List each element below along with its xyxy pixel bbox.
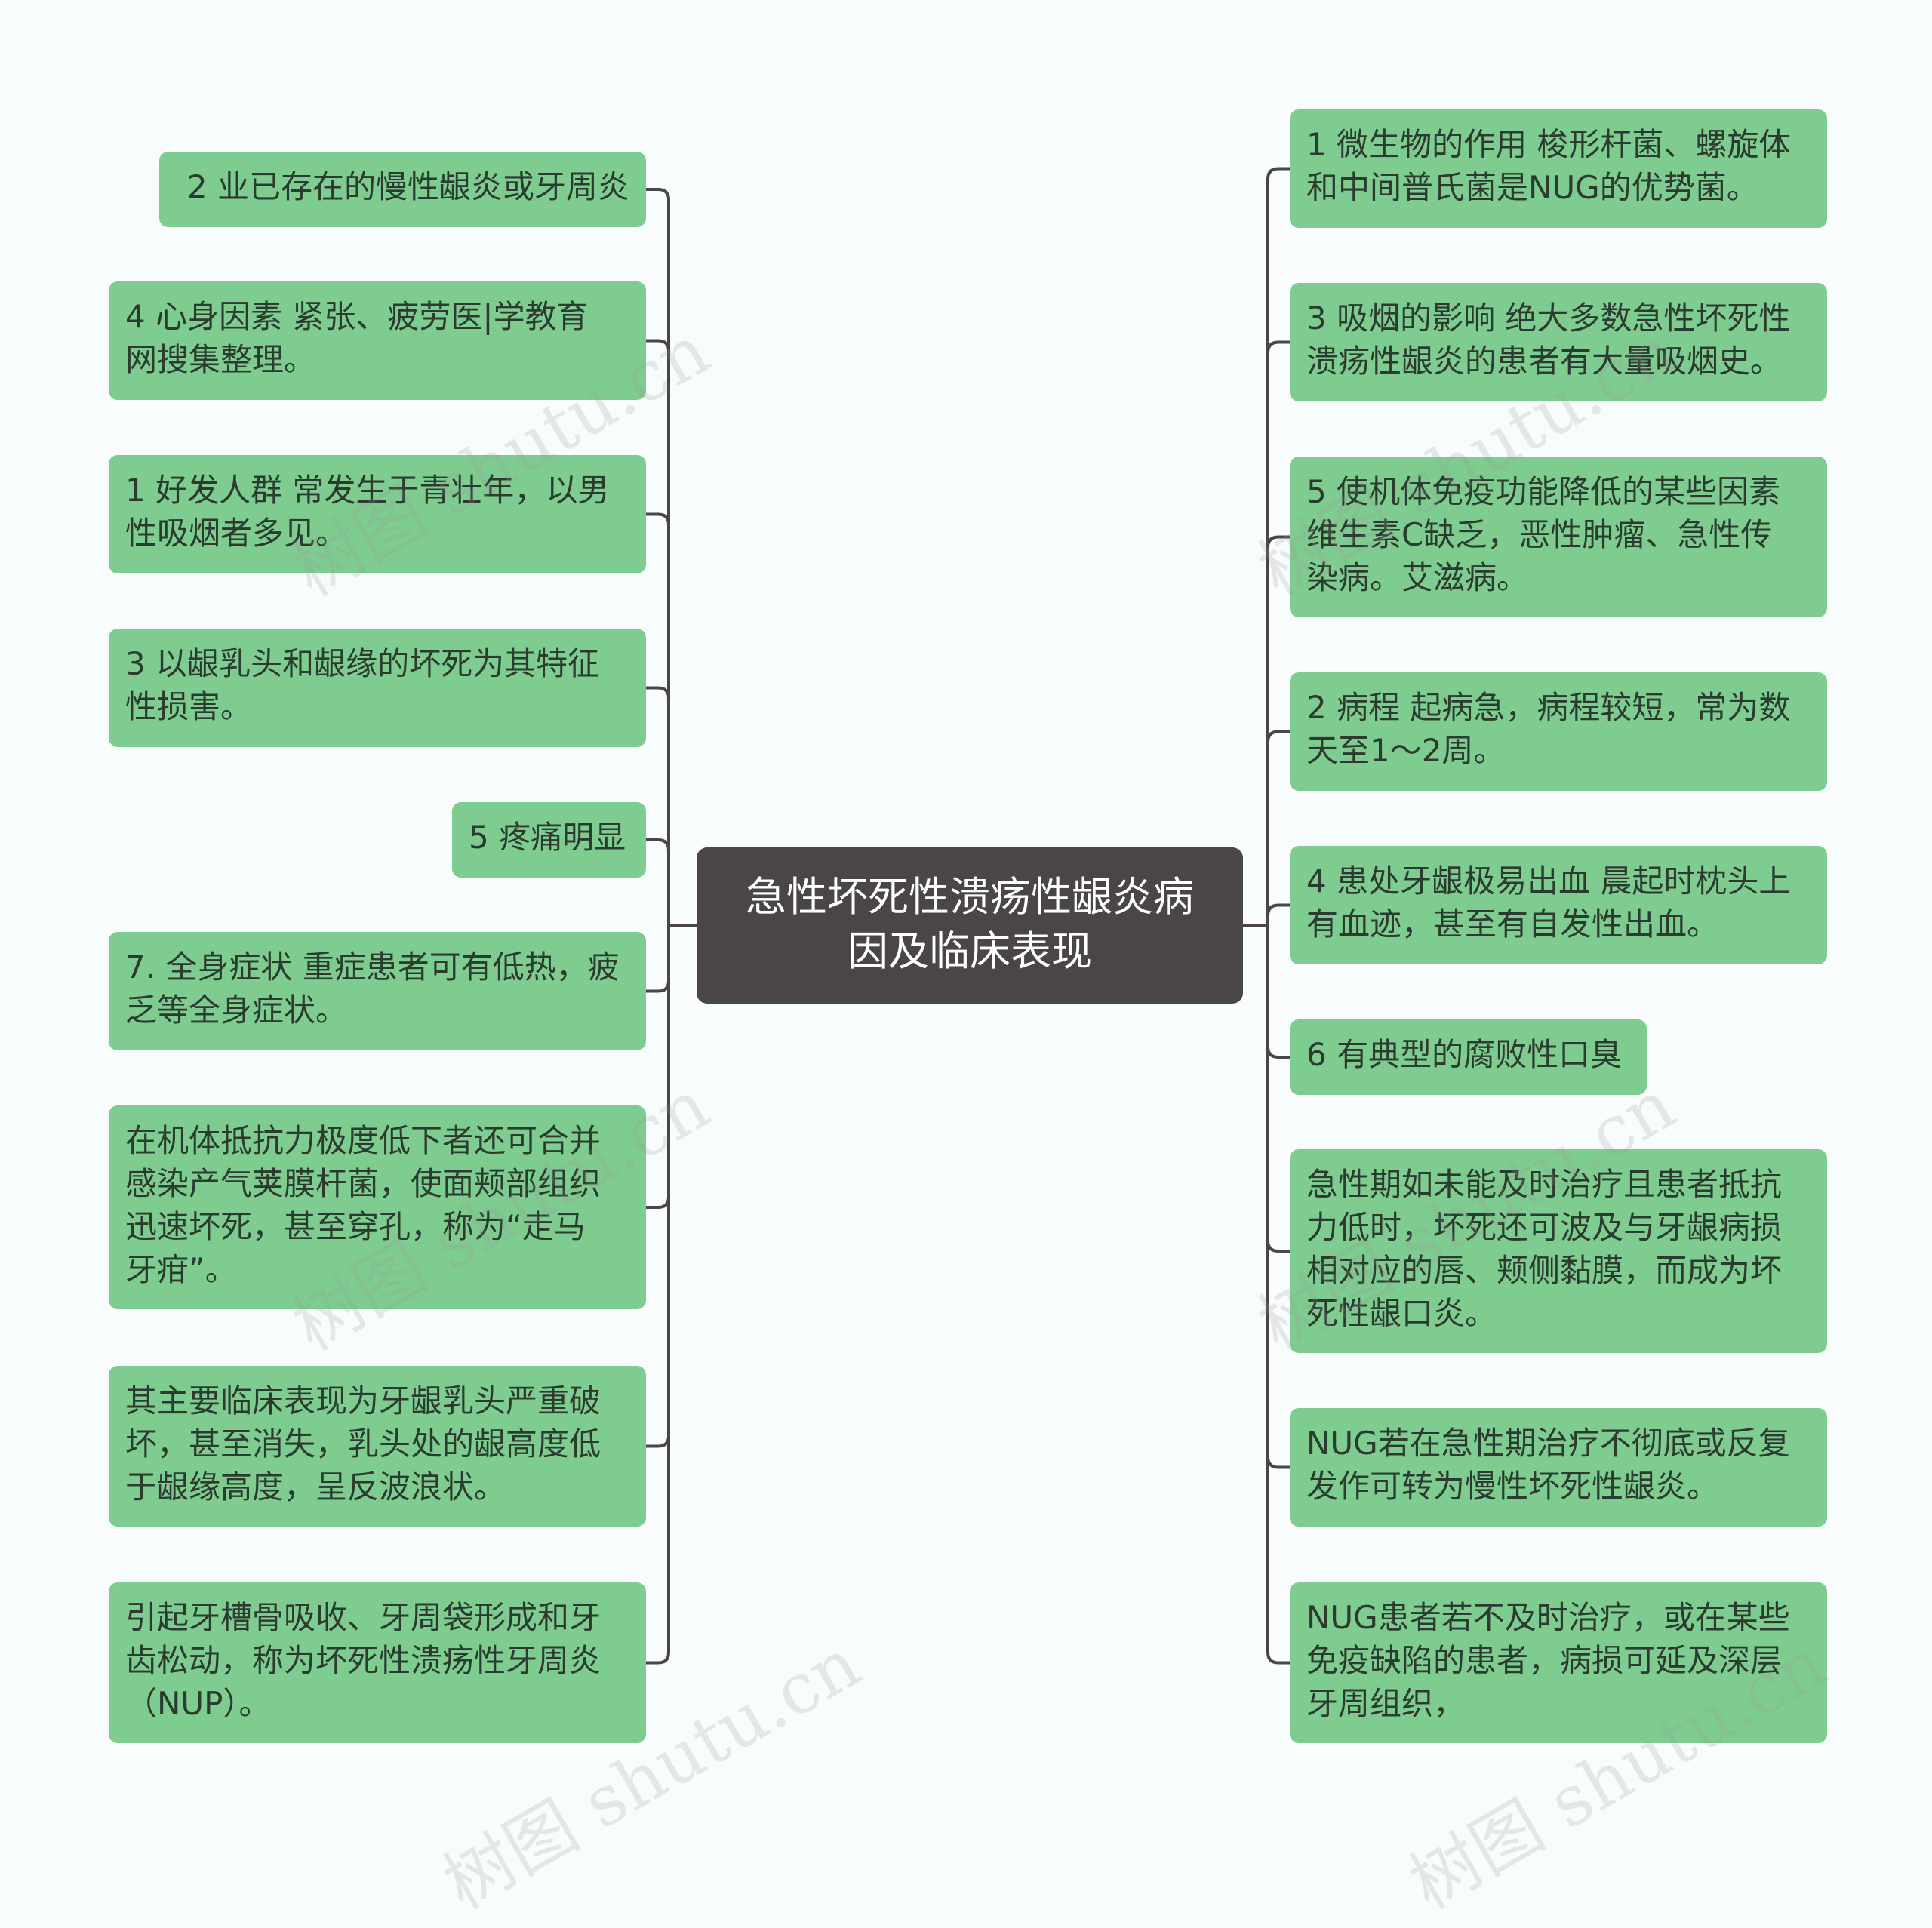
right-connector-8 <box>1266 924 1291 1469</box>
left-node-8[interactable]: 其主要临床表现为牙龈乳头严重破 坏，甚至消失，乳头处的龈高度低 于龈缘高度，呈反… <box>109 1366 646 1527</box>
left-connector-7 <box>645 924 670 1209</box>
right-connector-4 <box>1266 730 1291 927</box>
right-connector-2 <box>1266 340 1291 927</box>
left-connector-2 <box>645 339 670 927</box>
right-connector-9 <box>1266 924 1291 1665</box>
left-node-1[interactable]: 2 业已存在的慢性龈炎或牙周炎 <box>159 152 646 227</box>
left-connector-4 <box>645 686 670 927</box>
right-connector-3 <box>1266 535 1291 927</box>
left-node-7[interactable]: 在机体抵抗力极度低下者还可合并 感染产气荚膜杆菌，使面颊部组织 迅速坏死，甚至穿… <box>109 1105 646 1309</box>
right-node-9[interactable]: NUG患者若不及时治疗，或在某些 免疫缺陷的患者，病损可延及深层 牙周组织， <box>1290 1582 1827 1743</box>
left-connector-9 <box>645 924 670 1665</box>
left-node-9[interactable]: 引起牙槽骨吸收、牙周袋形成和牙 齿松动，称为坏死性溃疡性牙周炎 （NUP）。 <box>109 1582 646 1743</box>
right-node-7[interactable]: 急性期如未能及时治疗且患者抵抗 力低时，坏死还可波及与牙龈病损 相对应的唇、颊侧… <box>1290 1149 1827 1353</box>
right-node-1[interactable]: 1 微生物的作用 梭形杆菌、螺旋体 和中间普氏菌是NUG的优势菌。 <box>1290 109 1827 228</box>
right-connector-1 <box>1266 167 1291 927</box>
right-node-6[interactable]: 6 有典型的腐败性口臭 <box>1290 1019 1647 1095</box>
right-node-5[interactable]: 4 患处牙龈极易出血 晨起时枕头上 有血迹，甚至有自发性出血。 <box>1290 846 1827 964</box>
left-node-4[interactable]: 3 以龈乳头和龈缘的坏死为其特征 性损害。 <box>109 629 646 747</box>
right-node-2[interactable]: 3 吸烟的影响 绝大多数急性坏死性 溃疡性龈炎的患者有大量吸烟史。 <box>1290 283 1827 401</box>
left-node-6[interactable]: 7. 全身症状 重症患者可有低热，疲 乏等全身症状。 <box>109 932 646 1050</box>
central-topic[interactable]: 急性坏死性溃疡性龈炎病 因及临床表现 <box>697 847 1243 1004</box>
right-connector-6 <box>1266 924 1291 1059</box>
right-node-8[interactable]: NUG若在急性期治疗不彻底或反复 发作可转为慢性坏死性龈炎。 <box>1290 1408 1827 1527</box>
left-node-3[interactable]: 1 好发人群 常发生于青壮年，以男 性吸烟者多见。 <box>109 455 646 573</box>
connector-layer <box>645 167 1291 1665</box>
right-connector-5 <box>1266 903 1291 927</box>
left-connector-6 <box>645 924 670 993</box>
left-connector-8 <box>645 924 670 1448</box>
right-connector-7 <box>1266 924 1291 1253</box>
left-node-5[interactable]: 5 疼痛明显 <box>452 802 646 878</box>
left-connector-5 <box>645 838 670 927</box>
right-node-3[interactable]: 5 使机体免疫功能降低的某些因素 维生素C缺乏，恶性肿瘤、急性传 染病。艾滋病。 <box>1290 457 1827 617</box>
left-connector-3 <box>645 512 670 927</box>
left-node-2[interactable]: 4 心身因素 紧张、疲劳医|学教育 网搜集整理。 <box>109 281 646 400</box>
left-connector-1 <box>645 188 670 927</box>
right-node-4[interactable]: 2 病程 起病急，病程较短，常为数 天至1～2周。 <box>1290 672 1827 791</box>
